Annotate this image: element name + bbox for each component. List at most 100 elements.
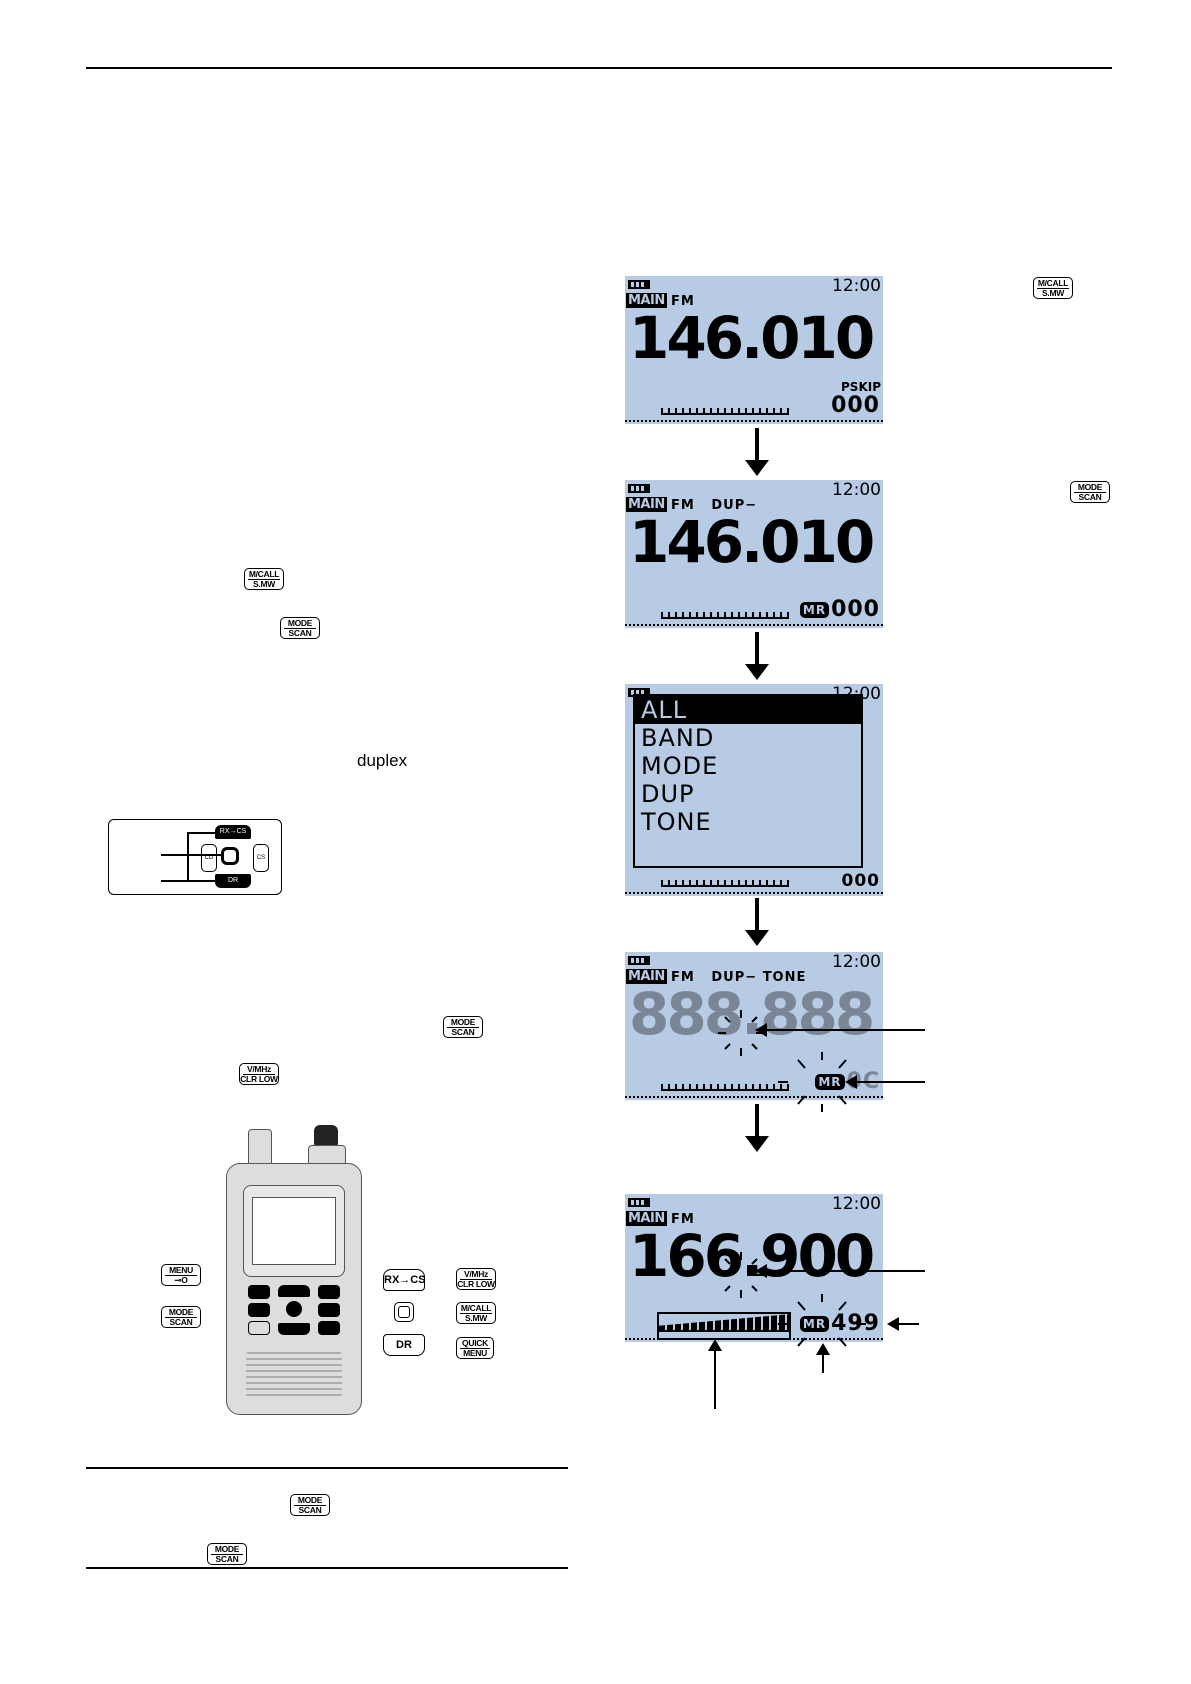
clock: 12:00 — [832, 276, 881, 296]
clock: 12:00 — [832, 952, 881, 972]
key — [248, 1285, 270, 1299]
key-bottom-label: SCAN — [451, 1027, 475, 1037]
callout-arrow — [755, 1023, 925, 1037]
frequency: 888.888 — [629, 980, 875, 1048]
radio-illustration — [226, 1125, 362, 1415]
key-top-label: QUICK — [460, 1339, 490, 1349]
mode-scan-key-icon: MODE SCAN — [161, 1306, 201, 1328]
key-top-label: M/CALL — [248, 569, 280, 580]
dr-key-icon: DR — [215, 874, 251, 888]
radio-screen — [252, 1197, 336, 1265]
rxcs-key-icon: RX→CS — [215, 825, 251, 839]
center-key-inner — [398, 1306, 410, 1318]
battery-icon — [628, 956, 650, 965]
flow-arrow — [745, 632, 769, 680]
s-meter-highlight-box — [657, 1312, 791, 1340]
mode-scan-key-icon: MODE SCAN — [280, 617, 320, 639]
battery-icon — [628, 688, 650, 697]
callout-line — [161, 880, 217, 882]
clock: 12:00 — [832, 480, 881, 500]
callout-line — [187, 832, 189, 880]
mode-label: FM — [671, 1212, 695, 1227]
menu-key-icon: MENU ⊸O — [161, 1264, 201, 1286]
mcall-smw-key-icon: M/CALL S.MW — [244, 568, 284, 590]
key-bottom-label: SCAN — [1078, 492, 1102, 502]
key — [248, 1321, 270, 1335]
key-top-label: MODE — [294, 1496, 326, 1506]
vmhz-clr-low-key-icon: V/MHz CLR LOW — [456, 1268, 496, 1290]
key-top-label: MODE — [165, 1308, 197, 1318]
dotted-baseline — [625, 420, 883, 422]
duplex-text: duplex — [357, 751, 408, 770]
flow-arrow — [745, 1104, 769, 1152]
lcd-display-1: 12:00 MAIN FM 146.010 PSKIP 000 — [625, 276, 883, 424]
band-label: MAIN — [626, 1211, 667, 1226]
key-bottom-label: MENU — [463, 1348, 487, 1358]
mode-scan-key-icon: MODE SCAN — [207, 1543, 247, 1565]
center-key-icon — [221, 847, 239, 865]
scan-type-menu: ALL BAND MODE DUP TONE — [633, 694, 863, 868]
key — [318, 1303, 340, 1317]
menu-item-all[interactable]: ALL — [635, 696, 861, 724]
frequency: 146.010 — [629, 304, 875, 372]
s-meter — [661, 1084, 789, 1091]
mr-icon: MR — [799, 1316, 830, 1332]
menu-item-mode[interactable]: MODE — [641, 752, 719, 780]
mr-icon: MR — [815, 1074, 845, 1090]
center-key-icon — [394, 1302, 414, 1322]
key-top-label: V/MHz — [243, 1065, 275, 1075]
key-bottom-label: S.MW — [1042, 288, 1064, 298]
s-meter — [661, 880, 789, 887]
note-top-rule — [86, 1467, 568, 1469]
key — [278, 1285, 310, 1297]
key-top-label: MODE — [1074, 483, 1106, 493]
key-top-label: MODE — [284, 619, 316, 629]
band-label: MAIN — [626, 969, 667, 984]
key — [318, 1285, 340, 1299]
key-bottom-label: SCAN — [169, 1317, 193, 1327]
channel-number: 000 — [841, 871, 880, 891]
mcall-smw-key-icon: M/CALL S.MW — [456, 1302, 496, 1324]
mode-scan-key-icon: MODE SCAN — [1070, 481, 1110, 503]
dotted-baseline — [625, 624, 883, 626]
key-bottom-label: CLR LOW — [240, 1074, 278, 1084]
key-bottom-label: CLR LOW — [457, 1279, 495, 1289]
dr-key-icon: DR — [383, 1334, 425, 1356]
key — [278, 1323, 310, 1335]
s-meter — [661, 408, 789, 415]
lcd-display-3: 12:00 ALL BAND MODE DUP TONE 000 — [625, 684, 883, 896]
s-meter — [661, 612, 789, 619]
callout-arrow-up — [708, 1339, 722, 1409]
battery-icon — [628, 1198, 650, 1207]
vmhz-clr-low-key-icon: V/MHz CLR LOW — [239, 1063, 279, 1085]
key-top-label: MENU — [165, 1266, 197, 1276]
callout-arrow — [887, 1317, 919, 1331]
key — [318, 1321, 340, 1335]
key-bottom-label: S.MW — [465, 1313, 487, 1323]
blink-sparks-icon — [778, 1294, 866, 1354]
battery-icon — [628, 280, 650, 289]
mode-label: FM DUP− — [671, 498, 758, 513]
flow-arrow — [745, 428, 769, 476]
note-bottom-rule — [86, 1567, 568, 1569]
mr-icon: MR — [799, 602, 830, 618]
key-top-label: M/CALL — [1037, 278, 1069, 289]
menu-item-dup[interactable]: DUP — [641, 780, 695, 808]
dotted-baseline — [625, 1096, 883, 1098]
mode-scan-key-icon: MODE SCAN — [290, 1494, 330, 1516]
menu-item-tone[interactable]: TONE — [641, 808, 712, 836]
key-top-label: MODE — [211, 1545, 243, 1555]
callout-arrow — [845, 1075, 925, 1089]
callout-arrow-up — [816, 1343, 830, 1373]
speaker-grille — [246, 1350, 342, 1400]
battery-icon — [628, 484, 650, 493]
mode-label: FM — [671, 294, 695, 309]
key-bottom-label: SCAN — [298, 1505, 322, 1515]
cursor-key-diagram: RX→CS DR CD CS — [108, 819, 282, 895]
channel-digits: 000 — [831, 597, 880, 622]
menu-item-band[interactable]: BAND — [641, 724, 715, 752]
key-top-label: V/MHz — [460, 1270, 492, 1280]
key-top-label: MODE — [447, 1018, 479, 1028]
